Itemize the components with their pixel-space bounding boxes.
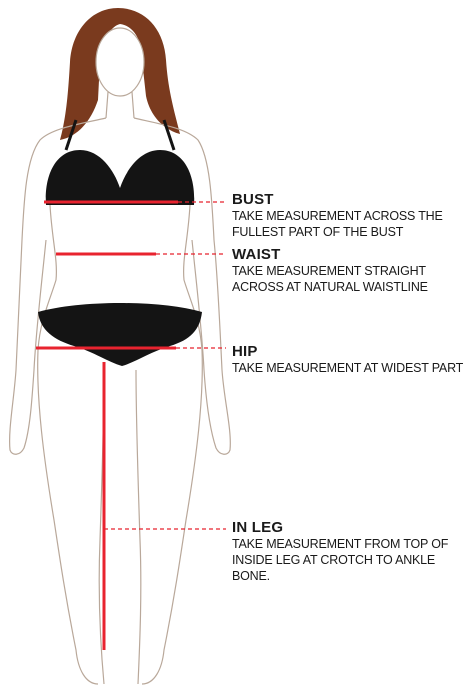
briefs <box>38 303 202 366</box>
bust-title: BUST <box>232 191 472 208</box>
inleg-title: IN LEG <box>232 519 472 536</box>
inleg-callout: IN LEG TAKE MEASUREMENT FROM TOP OF INSI… <box>232 519 472 584</box>
hip-title: HIP <box>232 343 472 360</box>
hip-description: TAKE MEASUREMENT AT WIDEST PART <box>232 360 472 376</box>
hip-callout: HIP TAKE MEASUREMENT AT WIDEST PART <box>232 343 472 376</box>
waist-title: WAIST <box>232 246 472 263</box>
torso-outline <box>10 118 231 454</box>
inleg-description: TAKE MEASUREMENT FROM TOP OF INSIDE LEG … <box>232 536 472 584</box>
bust-description: TAKE MEASUREMENT ACROSS THE FULLEST PART… <box>232 208 472 240</box>
waist-callout: WAIST TAKE MEASUREMENT STRAIGHT ACROSS A… <box>232 246 472 295</box>
face <box>96 28 144 96</box>
bust-callout: BUST TAKE MEASUREMENT ACROSS THE FULLEST… <box>232 191 472 240</box>
waist-description: TAKE MEASUREMENT STRAIGHT ACROSS AT NATU… <box>232 263 472 295</box>
bra <box>46 150 194 205</box>
legs-outline <box>38 350 203 684</box>
